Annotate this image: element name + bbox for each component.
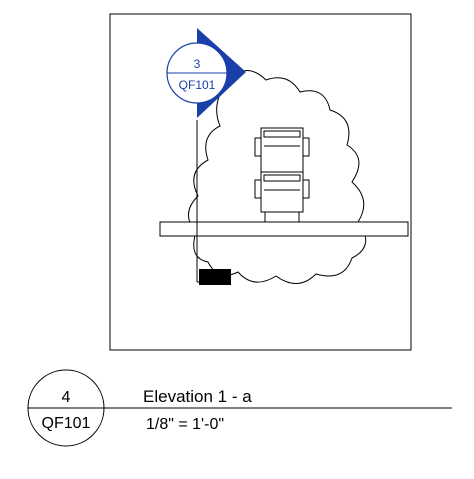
elevation-tag-number: 3 — [194, 57, 201, 71]
floor-slab[interactable] — [159, 221, 409, 237]
elevation-tag-sheet: QF101 — [179, 78, 216, 92]
lower-oven-right-handle — [302, 179, 310, 199]
view-title-scale: 1/8" = 1'-0" — [146, 416, 224, 433]
lower-oven-left-handle — [254, 179, 262, 199]
upper-oven-right-handle — [302, 137, 310, 157]
stacked-oven-equipment[interactable] — [254, 127, 310, 222]
upper-oven-left-handle — [254, 137, 262, 157]
view-crop-region[interactable] — [109, 13, 412, 351]
view-title-sheet: QF101 — [42, 415, 91, 432]
upper-oven-control-strip — [263, 130, 301, 138]
view-title-name: Elevation 1 - a — [143, 387, 252, 406]
lower-oven-control-strip — [263, 174, 301, 182]
view-title-number: 4 — [62, 389, 71, 406]
revision-cloud[interactable] — [188, 70, 367, 284]
elevation-tag[interactable]: 3 QF101 — [166, 28, 246, 118]
elevation-end-marker[interactable] — [199, 269, 231, 285]
view-title-block[interactable]: 4 QF101 Elevation 1 - a 1/8" = 1'-0" — [27, 369, 452, 447]
